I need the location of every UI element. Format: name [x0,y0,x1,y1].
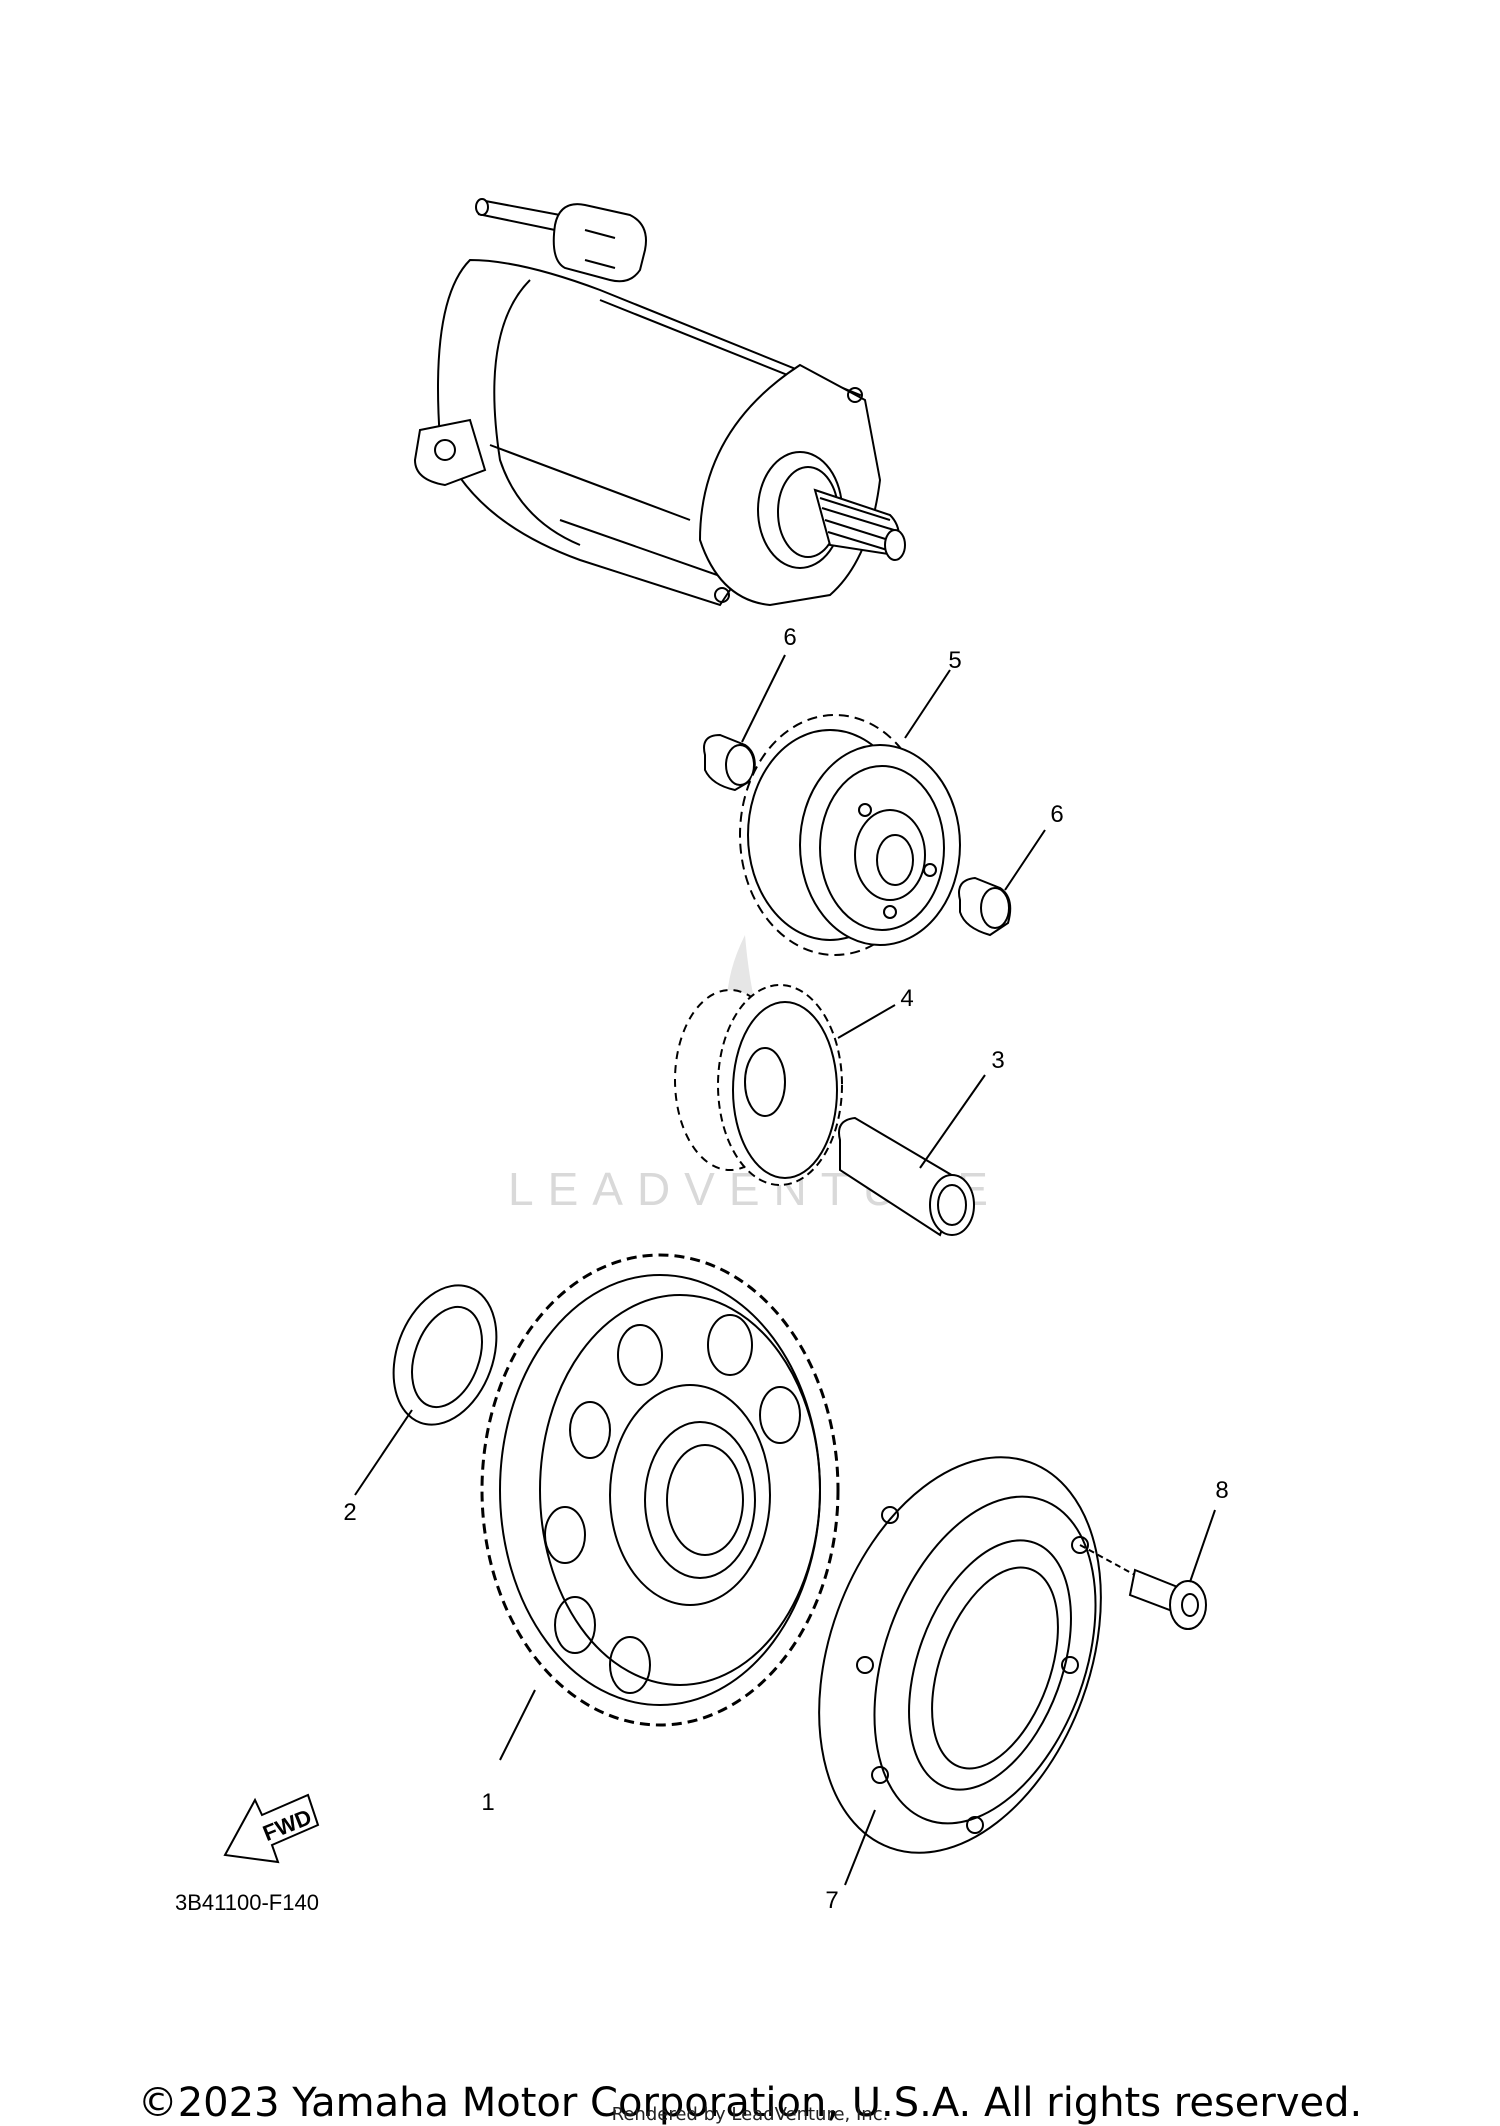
bush-lower [958,876,1012,937]
callout-5: 5 [948,647,961,674]
callout-3: 3 [991,1047,1004,1074]
leader-lines [354,654,1216,1886]
starter-motor [413,198,906,607]
callout-6-upper: 6 [783,624,796,651]
fwd-arrow: FWD [223,1793,320,1864]
callout-6-lower: 6 [1050,801,1063,828]
copyright-notice: ©2023 Yamaha Motor Corporation, U.S.A. A… [137,2080,1363,2126]
callout-8: 8 [1215,1477,1228,1504]
callout-4: 4 [900,985,913,1012]
callout-1: 1 [481,1789,494,1816]
shaft [838,1116,975,1237]
idler-gear [674,984,843,1186]
washer [392,1284,498,1426]
callouts: 1 2 3 4 5 6 6 7 8 [343,624,1228,1914]
callout-7: 7 [825,1887,838,1914]
reference-code: 3B41100-F140 [175,1890,319,1915]
starter-idle-gear-assembly [739,714,961,956]
bolt [1079,1544,1207,1630]
bush-upper [703,733,756,792]
rendered-by-note: Rendered by LeadVenture, Inc. [611,2104,889,2125]
one-way-clutch [818,1456,1102,1854]
callout-2: 2 [343,1499,356,1526]
wheel-gear [480,1253,840,1727]
